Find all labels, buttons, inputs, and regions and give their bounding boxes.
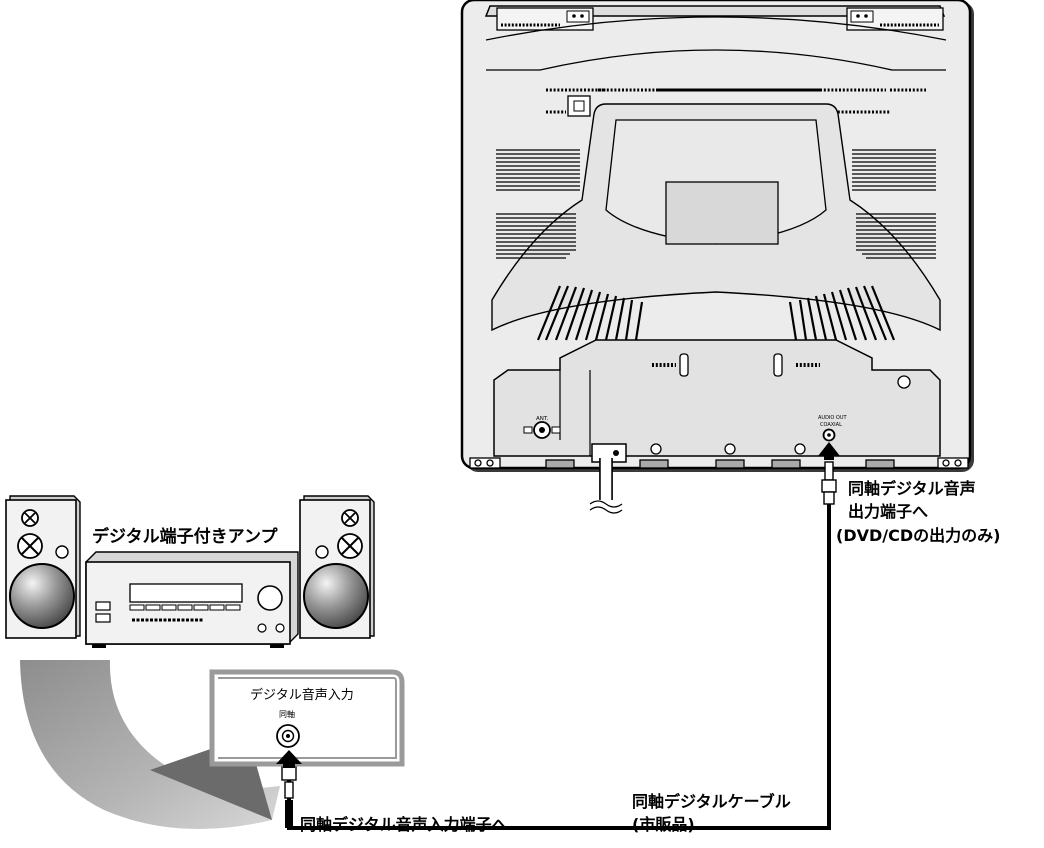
tv-output-label-line2: 出力端子へ — [848, 502, 929, 521]
amp-display — [129, 583, 243, 603]
amp-input-terminal-label: 同軸デジタル音声入力端子へ — [300, 815, 508, 834]
tv-rear: ANT. AUDIO OUT COAXIAL — [460, 0, 974, 472]
tv-side-vents — [496, 149, 937, 259]
tv-top-latch-right — [846, 7, 944, 31]
amp-input-panel-sub: 同軸 — [279, 710, 295, 719]
tv-audio-out-label: AUDIO OUT — [818, 415, 848, 421]
amp-input-panel-title: デジタル音声入力 — [250, 688, 354, 703]
tv-label-plate — [665, 181, 779, 245]
coaxial-cable — [281, 442, 840, 830]
tv-coaxial-label: COAXIAL — [820, 422, 842, 428]
tv-upper-vents — [546, 88, 926, 114]
right-speaker — [299, 495, 375, 639]
tv-ant-label: ANT. — [536, 416, 549, 422]
tv-top-latch-left — [496, 7, 594, 31]
tv-terminal-panel — [493, 339, 941, 457]
cable-label-line2: (市販品) — [632, 815, 695, 834]
tv-power-socket — [567, 95, 591, 117]
cable-label-line1: 同軸デジタルケーブル — [632, 792, 791, 811]
left-speaker — [5, 495, 81, 639]
tv-output-label-line3: (DVD/CDの出力のみ) — [836, 526, 1001, 545]
amp-input-panel — [209, 669, 405, 768]
amp-connect-arrow — [276, 750, 302, 768]
tv-lower-vents — [536, 285, 896, 341]
amp-volume-knob — [257, 585, 283, 611]
amplifier-label: デジタル端子付きアンプ — [92, 527, 278, 547]
amplifier — [85, 551, 299, 648]
tv-power-cord — [589, 458, 623, 514]
tv-top-lip — [484, 5, 946, 17]
tv-connect-arrow — [818, 442, 840, 460]
tv-output-label-line1: 同軸デジタル音声 — [848, 479, 976, 498]
tv-feet — [469, 457, 969, 469]
